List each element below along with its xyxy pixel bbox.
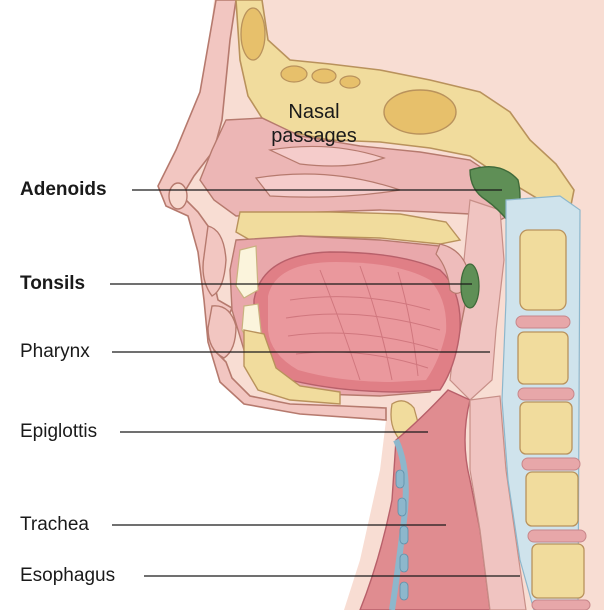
trachea: [359, 389, 491, 610]
tonsils-label: Tonsils: [20, 273, 86, 294]
upper-lip: [202, 225, 227, 297]
tongue-muscle-fibers: [285, 265, 441, 381]
nasal-concha-upper: [267, 145, 386, 167]
vertebral-discs: [515, 315, 591, 610]
vertebrae: [517, 229, 585, 599]
esophagus-label: Esophagus: [20, 565, 116, 586]
frontal-sinus: [240, 7, 266, 61]
trachea-rings: [395, 469, 409, 601]
esophagus: [469, 395, 527, 610]
ethmoid-cell-3: [339, 75, 361, 89]
epiglottis-label: Epiglottis: [20, 421, 98, 442]
nasal-passages-line1: Nasal: [288, 101, 340, 123]
upper-teeth: [235, 245, 259, 299]
nasal-passages-label: Nasal passages: [244, 100, 384, 148]
tongue-surface: [268, 262, 447, 382]
tonsil: [460, 263, 480, 309]
adenoids-label: Adenoids: [20, 179, 107, 200]
trachea-label: Trachea: [20, 514, 89, 535]
trachea-wall: [389, 438, 409, 610]
nostril: [168, 182, 188, 210]
ethmoid-cell-1: [280, 65, 308, 83]
mandible: [243, 329, 341, 405]
lower-lip: [207, 305, 237, 359]
pharynx-label: Pharynx: [20, 341, 90, 362]
nasal-passages-line2: passages: [271, 125, 357, 147]
ethmoid-cell-2: [311, 68, 337, 84]
sphenoid-sinus: [383, 89, 457, 135]
